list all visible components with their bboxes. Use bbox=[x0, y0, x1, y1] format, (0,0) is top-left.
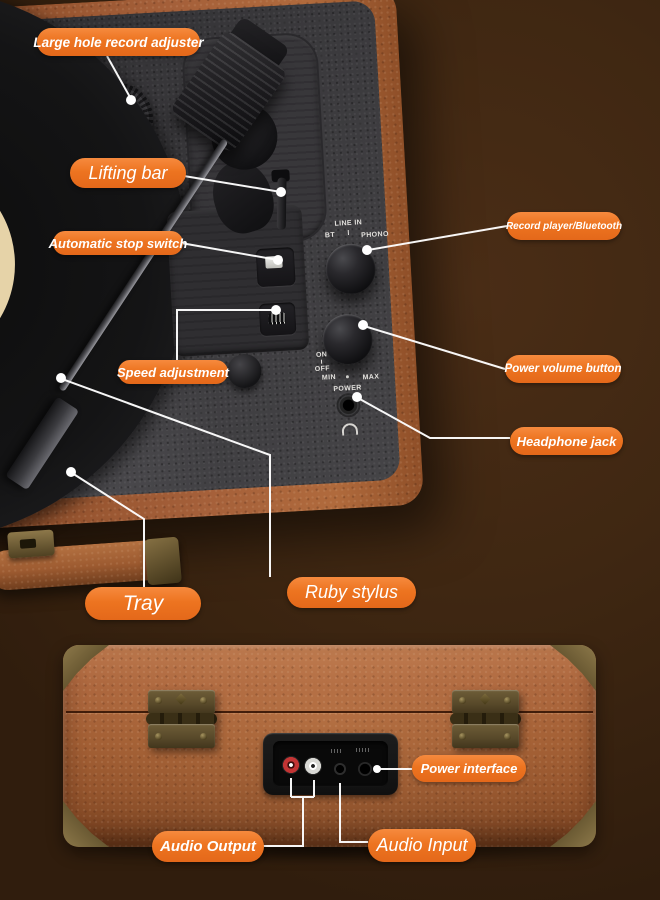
panel-marking bbox=[331, 749, 343, 753]
selector-tick bbox=[347, 229, 349, 236]
power-text-label: POWER bbox=[333, 384, 362, 394]
callout-ruby-stylus: Ruby stylus bbox=[287, 577, 416, 608]
auto-stop-switch bbox=[255, 247, 296, 288]
screw bbox=[200, 733, 207, 740]
clasp-slot bbox=[19, 538, 37, 549]
screw bbox=[459, 733, 466, 740]
speed-slider bbox=[268, 312, 286, 325]
callout-headphone-jack: Headphone jack bbox=[510, 427, 623, 455]
screw bbox=[504, 697, 511, 704]
platter-peg bbox=[226, 353, 263, 389]
power-tick bbox=[320, 359, 323, 364]
screw bbox=[200, 697, 207, 704]
power-off-label: OFF bbox=[314, 365, 331, 374]
lifting-bar-lever bbox=[276, 177, 287, 230]
corner-guard-bottom-right bbox=[550, 801, 596, 847]
headphone-icon bbox=[341, 422, 359, 436]
speed-switch bbox=[258, 302, 297, 337]
brass-hinge-fragment bbox=[144, 536, 182, 586]
connector-panel bbox=[263, 733, 398, 795]
callout-record-player-bluetooth: Record player/Bluetooth bbox=[506, 212, 622, 240]
selector-label-right: PHONO bbox=[361, 230, 390, 240]
screw bbox=[155, 697, 162, 704]
callout-power-volume-button: Power volume button bbox=[505, 355, 621, 383]
volume-max-label: MAX bbox=[362, 373, 380, 382]
callout-speed-adjustment: Speed adjustment bbox=[117, 360, 229, 384]
screw bbox=[155, 733, 162, 740]
selector-label-top: LINE IN bbox=[334, 219, 363, 228]
volume-min-label: MIN bbox=[321, 373, 337, 382]
hinge-left bbox=[146, 690, 217, 748]
auto-stop-slider bbox=[265, 255, 283, 269]
brass-clasp bbox=[7, 529, 55, 559]
panel-marking bbox=[356, 748, 370, 752]
screw bbox=[459, 697, 466, 704]
rca-jack-white bbox=[304, 757, 322, 775]
hinge-right bbox=[450, 690, 521, 748]
callout-tray: Tray bbox=[85, 587, 201, 620]
corner-guard-bottom-left bbox=[63, 801, 109, 847]
selector-label-left: BT bbox=[324, 231, 336, 240]
callout-large-hole-record-adjuster: Large hole record adjuster bbox=[33, 28, 204, 56]
headphone-jack-port bbox=[337, 394, 360, 416]
lid-seam bbox=[66, 711, 593, 714]
power-on-label: ON bbox=[315, 351, 328, 359]
callout-lifting-bar: Lifting bar bbox=[70, 158, 186, 188]
hinge-knuckle bbox=[146, 713, 217, 725]
input-selector-knob bbox=[324, 242, 378, 296]
callout-power-interface: Power interface bbox=[412, 755, 526, 782]
corner-guard-top-right bbox=[550, 645, 596, 691]
screw bbox=[504, 733, 511, 740]
rca-jack-red bbox=[282, 756, 300, 774]
suitcase-back-view bbox=[63, 645, 596, 847]
volume-indicator-dot bbox=[345, 375, 349, 379]
callout-audio-input: Audio Input bbox=[368, 829, 476, 862]
audio-input-jack bbox=[334, 763, 346, 775]
hinge-knuckle bbox=[450, 713, 521, 725]
callout-audio-output: Audio Output bbox=[152, 831, 264, 862]
turntable-case: LINE IN BT PHONO ON OFF MIN MAX POWER bbox=[0, 0, 425, 558]
power-jack bbox=[358, 762, 372, 776]
corner-guard-top-left bbox=[63, 645, 109, 691]
callout-automatic-stop-switch: Automatic stop switch bbox=[49, 231, 187, 255]
